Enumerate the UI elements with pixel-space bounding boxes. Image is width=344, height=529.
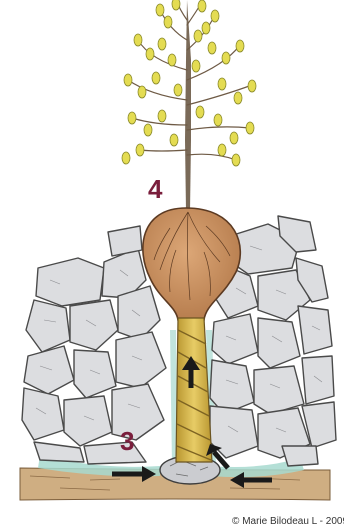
- step-label-4: 4: [148, 176, 162, 202]
- tree-trunk: [185, 0, 191, 212]
- copyright-credit: © Marie Bilodeau L - 2009: [230, 516, 344, 527]
- step-label-3: 3: [120, 428, 134, 454]
